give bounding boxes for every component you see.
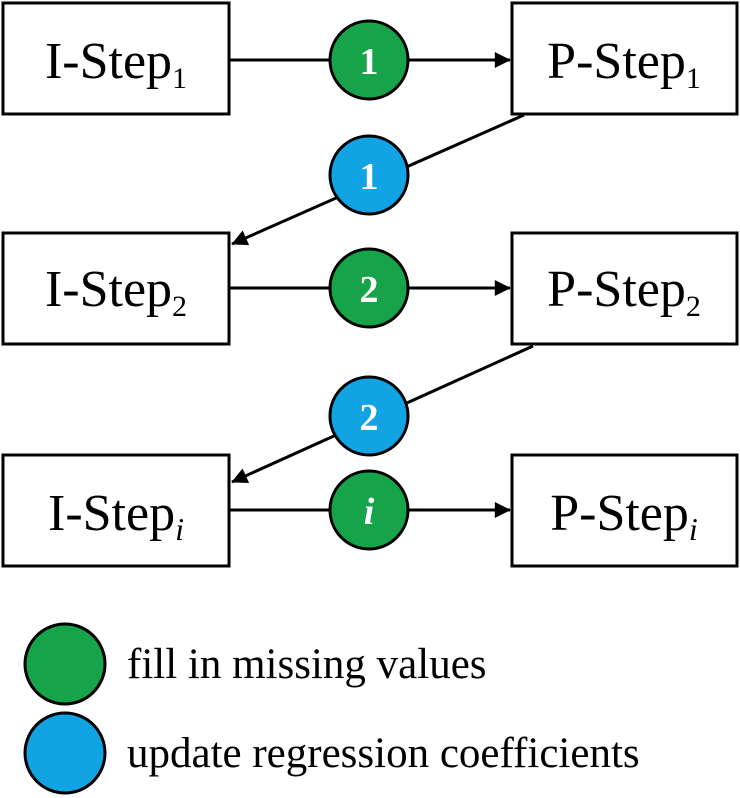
marker-fill-i-label: i — [364, 491, 375, 533]
svg-text:P-Stepi: P-Stepi — [550, 485, 698, 547]
node-istep-2-label: I-Step — [45, 261, 172, 318]
marker-update-2: 2 — [328, 375, 410, 457]
svg-text:I-Step2: I-Step2 — [45, 261, 187, 323]
node-istep-i: I-Stepi — [1, 453, 231, 568]
legend-swatch-green — [23, 622, 107, 706]
node-istep-i-subscript: i — [175, 511, 184, 547]
svg-text:I-Stepi: I-Stepi — [48, 485, 184, 547]
marker-update-1: 1 — [328, 134, 410, 216]
legend-item-update: update regression coefficients — [23, 711, 640, 795]
node-istep-i-label: I-Step — [48, 485, 175, 542]
marker-fill-i: i — [328, 469, 410, 551]
marker-fill-1-label: 1 — [360, 41, 379, 83]
node-pstep-i-subscript: i — [689, 511, 698, 547]
legend-swatch-blue — [23, 711, 107, 795]
node-pstep-i-label: P-Step — [550, 485, 689, 542]
node-pstep-i: P-Stepi — [510, 453, 739, 568]
marker-update-1-label: 1 — [360, 156, 379, 198]
marker-fill-1: 1 — [328, 19, 410, 101]
node-pstep-1-label: P-Step — [547, 33, 686, 90]
node-istep-2: I-Step2 — [1, 231, 231, 346]
node-pstep-1-subscript: 1 — [686, 62, 701, 95]
node-pstep-1: P-Step1 — [510, 1, 739, 116]
node-istep-1-subscript: 1 — [172, 62, 187, 95]
legend-label-update: update regression coefficients — [127, 730, 640, 777]
node-pstep-2: P-Step2 — [510, 231, 739, 346]
legend-item-fill: fill in missing values — [23, 622, 487, 706]
svg-text:P-Step2: P-Step2 — [547, 261, 701, 323]
legend-label-fill: fill in missing values — [127, 641, 487, 688]
svg-text:P-Step1: P-Step1 — [547, 33, 701, 95]
marker-update-2-label: 2 — [360, 397, 379, 439]
svg-text:I-Step1: I-Step1 — [45, 33, 187, 95]
node-istep-2-subscript: 2 — [172, 290, 187, 323]
marker-fill-2: 2 — [328, 247, 410, 329]
node-istep-1: I-Step1 — [1, 1, 231, 116]
node-pstep-2-label: P-Step — [547, 261, 686, 318]
node-pstep-2-subscript: 2 — [686, 290, 701, 323]
legend: fill in missing values update regression… — [23, 622, 640, 795]
node-istep-1-label: I-Step — [45, 33, 172, 90]
marker-fill-2-label: 2 — [360, 269, 379, 311]
